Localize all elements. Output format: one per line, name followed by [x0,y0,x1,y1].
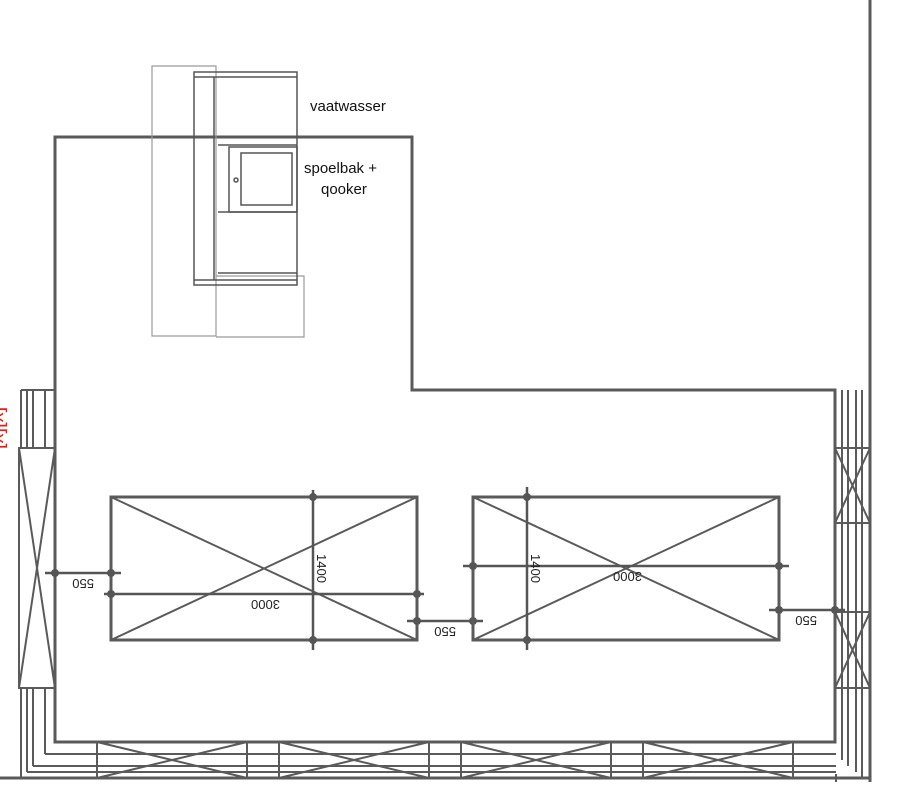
dim-length-right: 3000 [613,569,642,584]
left-window [18,389,56,778]
room-outline [53,135,837,744]
dim-clearance-left: 550 [72,576,94,591]
right-window [834,390,871,778]
dim-width-right: 1400 [528,554,543,583]
bottom-windows [21,741,870,779]
dishwasher-label: vaatwasser [310,98,386,115]
kitchen-unit [151,65,305,338]
dim-clearance-middle: 550 [434,624,456,639]
dim-width-left: 1400 [314,554,329,583]
oven-icon [228,146,298,213]
table-left [45,490,424,650]
dim-length-left: 3000 [251,597,280,612]
dim-clearance-right: 550 [795,613,817,628]
sink-label-line1: spoelbak + [304,160,377,177]
red-marker: [x][x] [0,407,8,449]
sink-label-line2: qooker [321,181,367,198]
table-right [463,487,845,650]
